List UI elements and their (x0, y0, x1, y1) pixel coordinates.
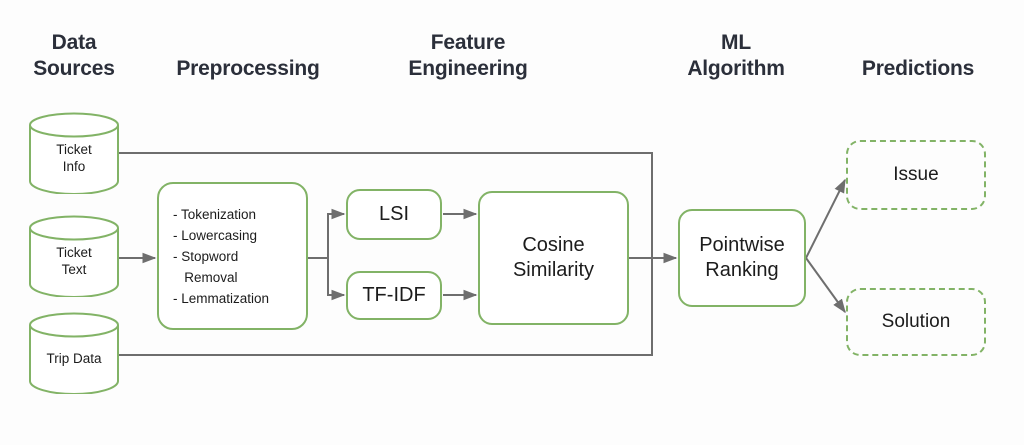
feature-node-label: TF-IDF (362, 284, 426, 306)
edge-ranking-to-issue (805, 178, 846, 259)
prediction-node-solution[interactable]: Solution (846, 288, 986, 356)
preprocessing-box[interactable]: - Tokenization - Lowercasing - Stopword … (157, 182, 308, 330)
column-header-predictions: Predictions (833, 56, 1003, 82)
edge-preprocessing-to-tfidf (327, 258, 346, 301)
feature-node-lsi[interactable]: LSI (346, 189, 442, 240)
edge-ranking-to-solution (805, 257, 846, 314)
edge-trip-data-to-ranking (119, 258, 653, 356)
column-header-line1: ML (721, 31, 751, 54)
cylinder-icon (29, 112, 119, 195)
column-header-ml-algorithm: ML Algorithm (656, 30, 816, 82)
column-header-line1: Feature (430, 31, 506, 54)
ml-label-line2: Ranking (705, 259, 779, 281)
data-source-ticket-info[interactable]: Ticket Info (28, 112, 120, 195)
cosine-label-line1: Cosine (522, 234, 585, 256)
column-header-line1: Preprocessing (176, 57, 320, 80)
data-source-trip-data[interactable]: Trip Data (28, 312, 120, 395)
ml-node-label: Pointwise Ranking (699, 233, 785, 283)
feature-node-label: Cosine Similarity (513, 233, 594, 283)
column-header-line2: Engineering (408, 57, 528, 80)
preprocessing-step: - Lemmatization (173, 290, 270, 306)
column-header-preprocessing: Preprocessing (150, 56, 346, 82)
column-header-line1: Predictions (861, 57, 975, 80)
feature-node-tfidf[interactable]: TF-IDF (346, 271, 442, 320)
data-source-ticket-text[interactable]: Ticket Text (28, 215, 120, 298)
prediction-node-label: Issue (893, 164, 939, 185)
preprocessing-step: - Stopword (173, 248, 239, 264)
preprocessing-step-list: - Tokenization - Lowercasing - Stopword … (159, 204, 269, 309)
ml-label-line1: Pointwise (699, 234, 785, 256)
column-header-data-sources: Data Sources (14, 30, 134, 82)
preprocessing-step: - Lowercasing (173, 227, 258, 243)
ml-node-pointwise-ranking[interactable]: Pointwise Ranking (678, 209, 806, 307)
edge-ticket-info-to-ranking (119, 152, 653, 258)
preprocessing-step: Removal (173, 269, 238, 285)
column-header-line1: Data (51, 31, 97, 54)
column-header-line2: Algorithm (687, 57, 785, 80)
cosine-label-line2: Similarity (512, 259, 595, 281)
column-header-line2: Sources (33, 57, 115, 80)
feature-node-label: LSI (378, 203, 410, 225)
column-header-feature-engineering: Feature Engineering (388, 30, 548, 82)
cylinder-icon (29, 215, 119, 298)
prediction-node-label: Solution (881, 311, 951, 332)
feature-node-cosine-similarity[interactable]: Cosine Similarity (478, 191, 629, 325)
prediction-node-issue[interactable]: Issue (846, 140, 986, 210)
edge-preprocessing-to-lsi (327, 208, 346, 258)
cylinder-icon (29, 312, 119, 395)
preprocessing-step: - Tokenization (173, 206, 257, 222)
